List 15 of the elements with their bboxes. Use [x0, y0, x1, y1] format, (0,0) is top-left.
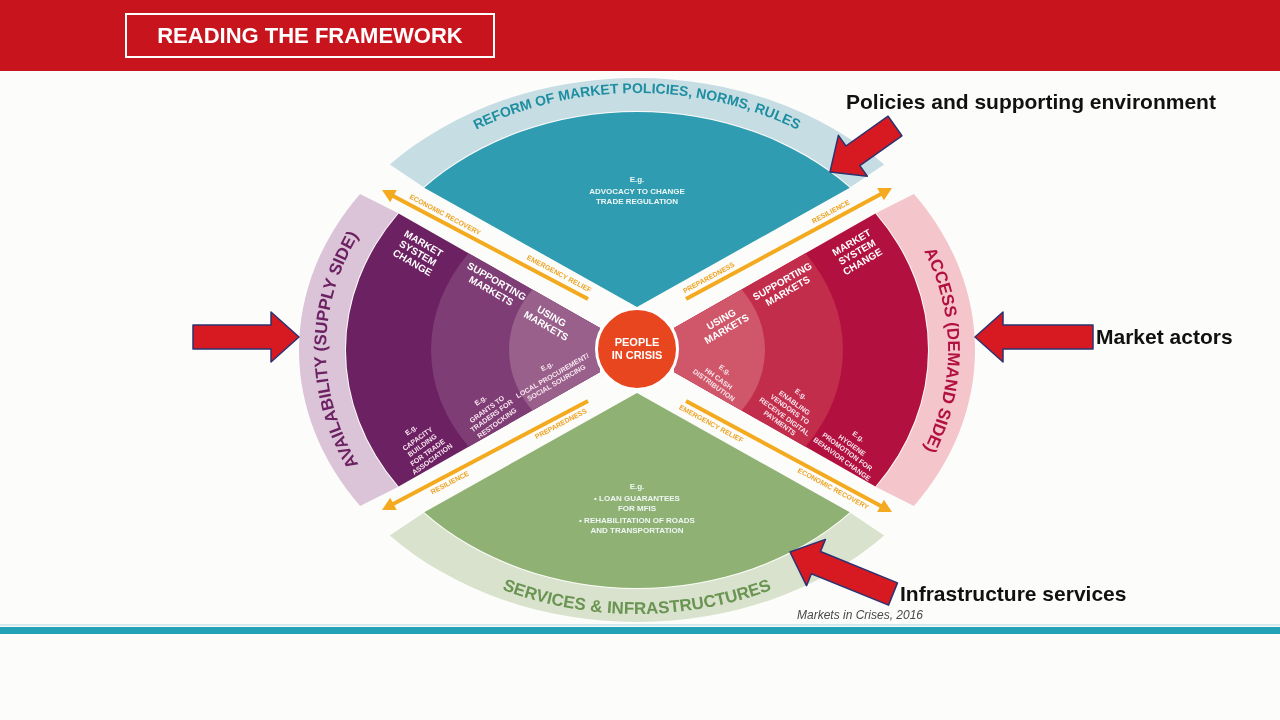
annotation-text: Policies and supporting environment — [846, 89, 1216, 115]
center-label: PEOPLE IN CRISIS — [610, 336, 664, 362]
annotation-text: Market actors — [1096, 324, 1233, 350]
example-text: • REHABILITATION OF ROADS AND TRANSPORTATION — [578, 516, 696, 536]
annotation-text: Infrastructure services — [900, 581, 1127, 607]
block-arrow — [192, 311, 300, 363]
source-caption: Markets in Crises, 2016 — [797, 607, 924, 623]
example-text: ADVOCACY TO CHANGE TRADE REGULATION — [588, 187, 686, 207]
block-arrow — [829, 115, 903, 177]
example-label: E.g. — [629, 175, 645, 185]
block-arrow — [789, 538, 899, 606]
block-arrow — [974, 311, 1094, 363]
slide-title: READING THE FRAMEWORK — [125, 13, 495, 58]
example-text: • LOAN GUARANTEES FOR MFIS — [593, 494, 681, 514]
example-label: E.g. — [629, 482, 645, 492]
